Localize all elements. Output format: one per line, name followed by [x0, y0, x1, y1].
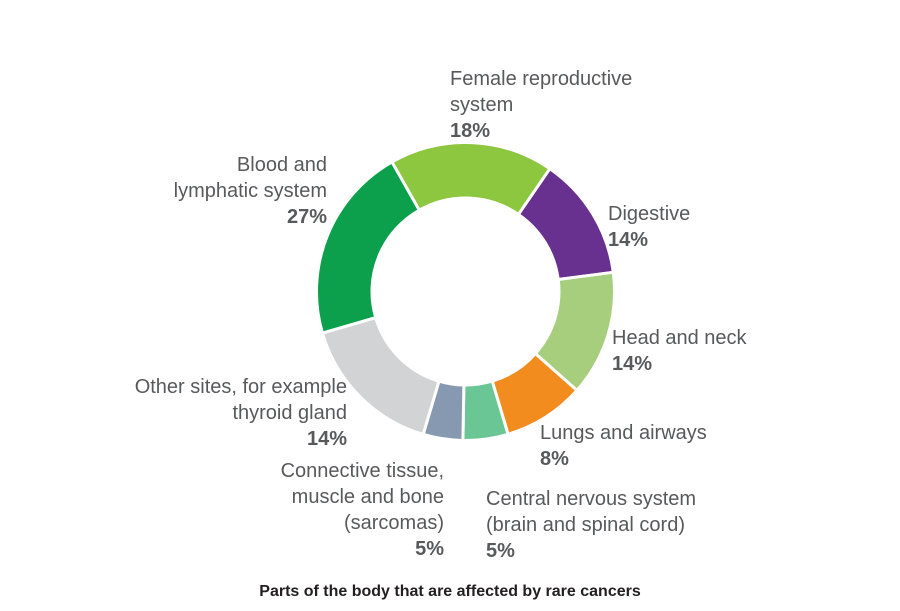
label-percentage: 18%	[450, 120, 491, 142]
label-line: Connective tissue,	[280, 460, 444, 482]
donut-segment-blood-and-lymphatic-system	[315, 160, 421, 335]
label-head-and-neck: Head and neck 14%	[612, 325, 747, 377]
label-central-nervous-system: Central nervous system (brain and spinal …	[486, 486, 696, 564]
label-line: Lungs and airways	[540, 422, 707, 444]
label-lungs-and-airways: Lungs and airways 8%	[540, 420, 707, 472]
label-line: Digestive	[608, 203, 691, 225]
label-line: Blood and	[236, 154, 327, 176]
label-line: muscle and bone	[291, 486, 444, 508]
chart-caption: Parts of the body that are affected by r…	[259, 583, 641, 600]
label-blood-and-lymphatic-system: Blood and lymphatic system 27%	[174, 152, 327, 230]
label-percentage: 5%	[486, 540, 515, 562]
label-percentage: 8%	[540, 448, 569, 470]
label-percentage: 14%	[608, 229, 649, 251]
label-other-sites: Other sites, for example thyroid gland 14%	[135, 374, 347, 452]
label-line: thyroid gland	[232, 402, 347, 424]
label-percentage: 14%	[306, 428, 347, 450]
label-line: lymphatic system	[173, 180, 327, 202]
label-line: Central nervous system	[486, 488, 697, 510]
label-line: Female reproductive	[450, 68, 633, 90]
label-percentage: 14%	[612, 353, 653, 375]
label-percentage: 27%	[286, 206, 327, 228]
label-line: (sarcomas)	[343, 512, 444, 534]
label-line: system	[450, 94, 514, 116]
label-line: Head and neck	[612, 327, 747, 349]
label-connective-tissue-muscle-bone: Connective tissue, muscle and bone (sarcom…	[281, 458, 444, 562]
label-female-reproductive-system: Female reproductive system 18%	[450, 66, 632, 144]
label-line: (brain and spinal cord)	[486, 514, 685, 536]
label-percentage: 5%	[415, 538, 444, 560]
label-digestive: Digestive 14%	[608, 201, 690, 253]
label-line: Other sites, for example	[134, 376, 347, 398]
